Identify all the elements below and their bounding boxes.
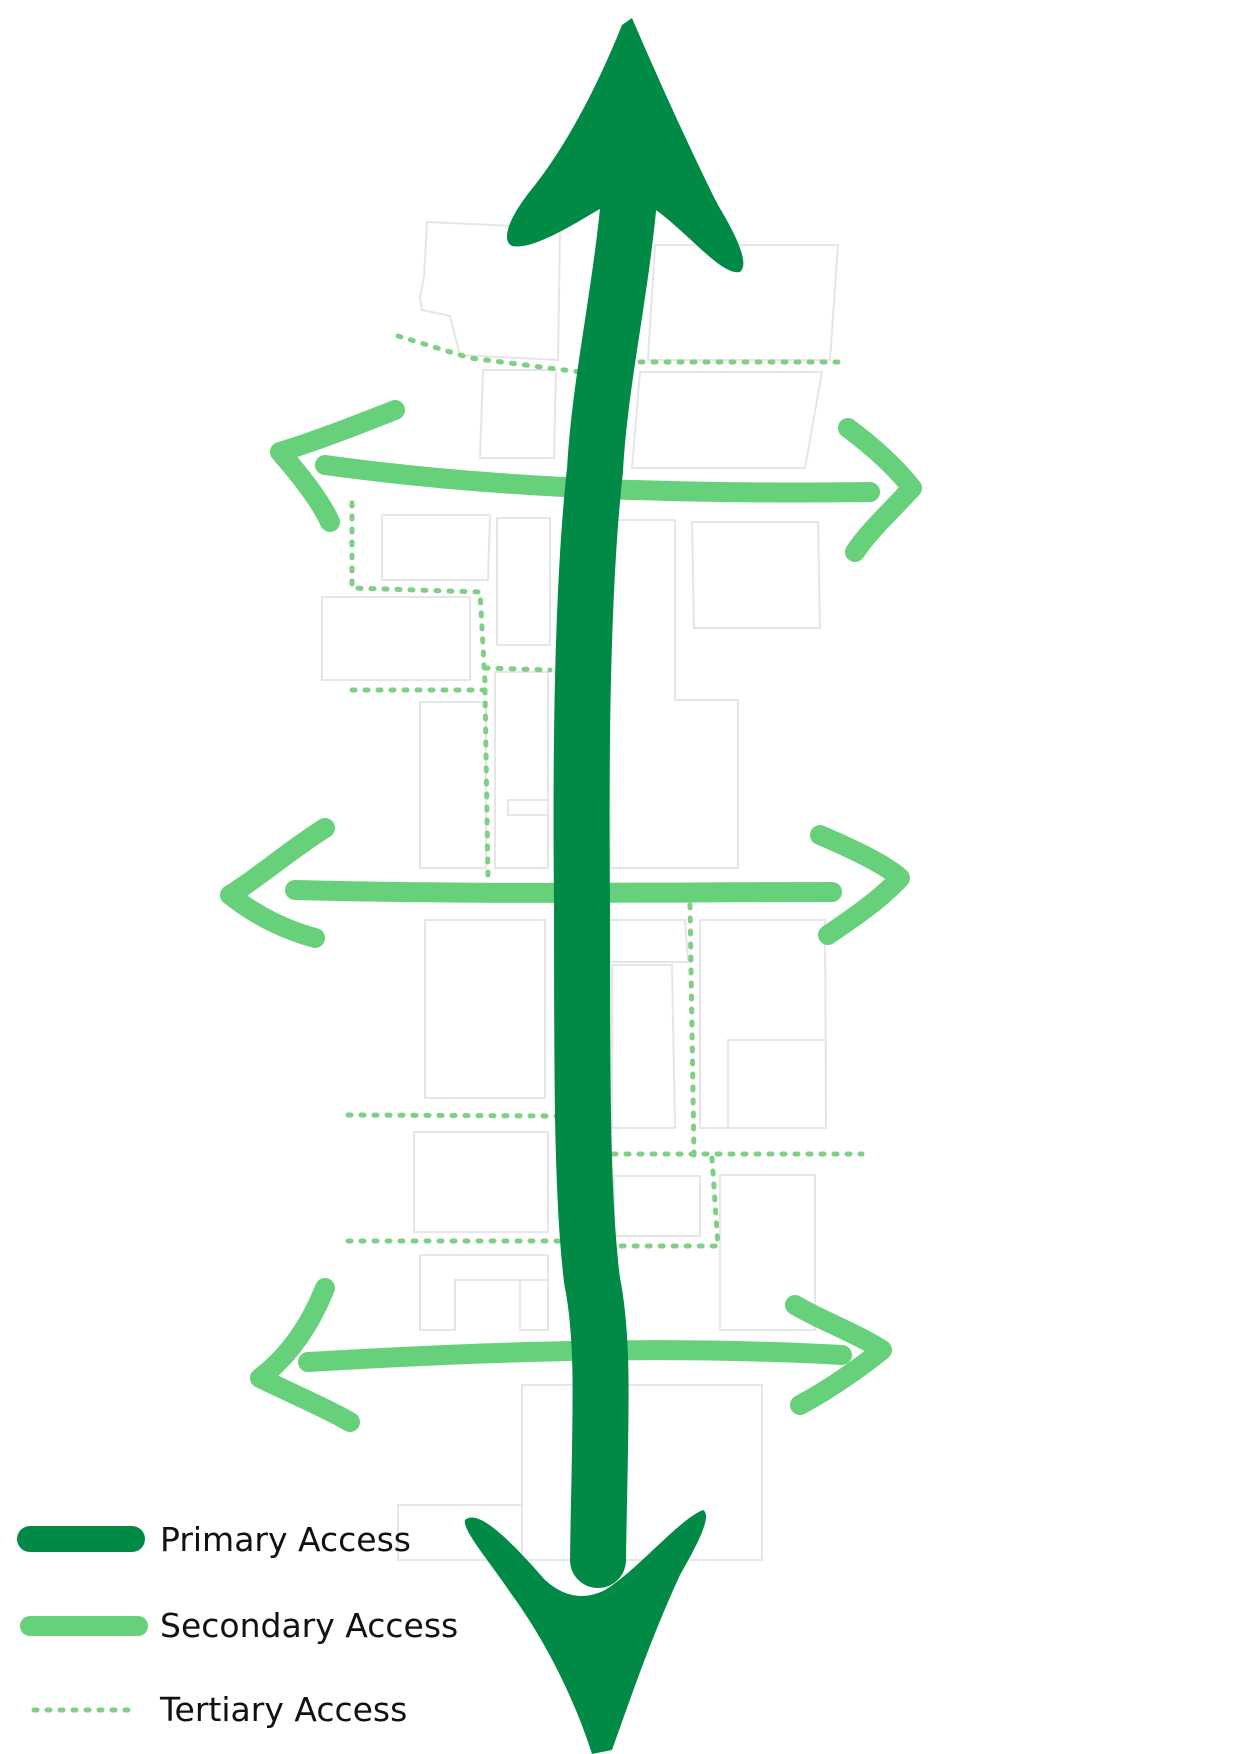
- building-block: [613, 1175, 701, 1237]
- building-block: [601, 919, 690, 963]
- tertiary-path: [345, 1112, 561, 1119]
- building-block: [646, 244, 840, 361]
- building-block: [419, 701, 487, 869]
- building-block: [419, 1254, 549, 1331]
- secondary-arrow-head-right: [785, 1295, 892, 1415]
- building-block: [496, 517, 551, 646]
- primary-access-path: [464, 18, 744, 1754]
- building-block: [413, 1131, 549, 1233]
- secondary-arrow-shaft: [298, 1340, 852, 1372]
- legend-label-tertiary: Tertiary Access: [159, 1690, 407, 1729]
- building-block: [699, 919, 828, 1129]
- tertiary-path: [395, 333, 583, 375]
- tertiary-path: [687, 902, 697, 1158]
- legend: Primary Access Secondary Access Tertiary…: [17, 1520, 458, 1729]
- tertiary-path: [609, 1155, 721, 1249]
- building-block: [521, 1384, 763, 1561]
- tertiary-path: [482, 687, 491, 881]
- building-block: [381, 514, 492, 581]
- building-block: [690, 521, 822, 629]
- building-block: [507, 799, 549, 816]
- primary-arrow-shaft: [553, 162, 658, 1588]
- building-block: [418, 220, 562, 362]
- building-block: [611, 964, 677, 1129]
- building-block: [424, 919, 546, 1099]
- legend-label-secondary: Secondary Access: [160, 1606, 458, 1645]
- building-block: [727, 1039, 827, 1129]
- tertiary-access-paths: [345, 333, 865, 1249]
- secondary-arrow-head-left: [250, 1278, 360, 1432]
- building-block: [606, 519, 739, 869]
- legend-label-primary: Primary Access: [160, 1520, 411, 1559]
- primary-arrow-head-top: [506, 18, 744, 273]
- legend-item-secondary: Secondary Access: [20, 1606, 458, 1645]
- tertiary-path: [482, 665, 553, 673]
- primary-arrow-head-bottom: [464, 1510, 707, 1754]
- secondary-arrow-head-right: [838, 418, 922, 562]
- legend-item-tertiary: Tertiary Access: [31, 1690, 407, 1729]
- building-block: [630, 371, 824, 469]
- building-block: [719, 1174, 816, 1331]
- building-block: [494, 671, 549, 869]
- building-block: [478, 369, 558, 459]
- tertiary-path: [349, 500, 488, 685]
- legend-item-primary: Primary Access: [17, 1520, 411, 1559]
- secondary-arrow-head-left: [270, 400, 405, 532]
- secondary-arrow-head-right: [810, 825, 910, 945]
- building-block: [519, 1279, 549, 1331]
- building-block: [321, 596, 471, 681]
- secondary-arrow-head-left: [220, 818, 335, 948]
